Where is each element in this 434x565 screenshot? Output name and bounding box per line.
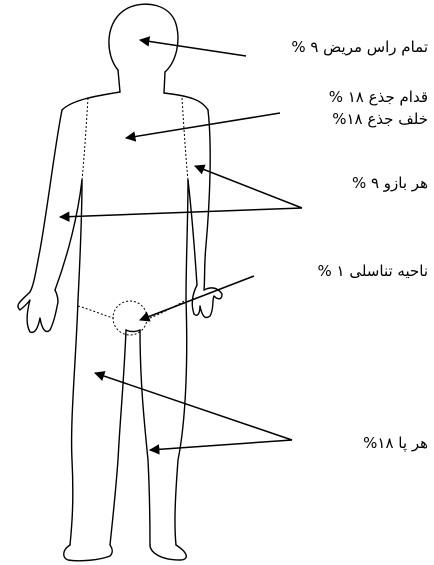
head-label: تمام راس مریض ۹ %: [291, 38, 428, 56]
neck-left: [118, 70, 120, 92]
right-foot: [150, 545, 186, 560]
right-leg-outer: [175, 300, 187, 545]
trunk-arrow: [126, 113, 280, 138]
arm-arrow-left: [60, 208, 302, 217]
left-shoulder-boundary: [82, 98, 88, 180]
left-foot: [64, 545, 113, 561]
leg-arrow-right: [150, 440, 292, 450]
right-leg-inner: [140, 330, 150, 545]
trunk-right: [186, 180, 188, 300]
right-shoulder-boundary: [182, 98, 188, 180]
head-arrow: [140, 40, 246, 56]
head-outline: [109, 4, 178, 72]
left-hand: [18, 290, 58, 332]
leg-arrow-left: [95, 373, 292, 440]
trunk-back-label: خلف جذع ۱۸%: [332, 110, 428, 128]
right-arm-outer: [204, 110, 210, 290]
left-leg-outer: [70, 300, 78, 545]
arm-label: هر بازو ۹ %: [352, 174, 428, 192]
left-arm-outer: [30, 110, 62, 292]
trunk-front-label: قدام جذع ۱۸ %: [329, 88, 428, 106]
arm-arrow-right: [195, 166, 302, 208]
crotch: [126, 330, 140, 332]
left-arm-inner: [55, 180, 82, 290]
shoulders: [62, 92, 208, 110]
leg-label: هر پا ۱۸%: [363, 434, 428, 452]
right-arm-inner: [188, 180, 197, 285]
left-leg-inner: [110, 330, 126, 545]
neck-right: [164, 72, 165, 93]
genital-label: ناحیه تناسلی ۱ %: [317, 262, 428, 280]
genital-region-circle: [113, 301, 147, 335]
